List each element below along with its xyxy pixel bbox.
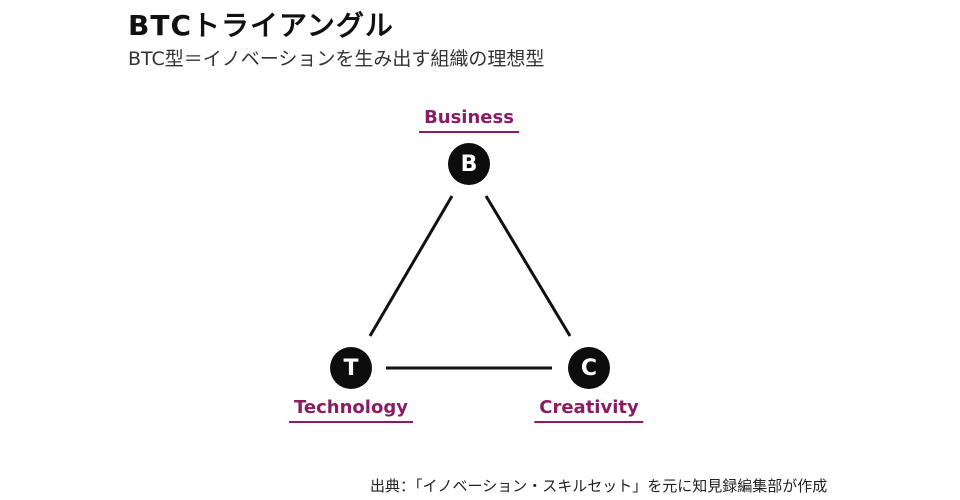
page-title: BTCトライアングル [128, 9, 394, 42]
edge-business-creativity [484, 195, 572, 337]
page-subtitle: BTC型＝イノベーションを生み出す組織の理想型 [128, 48, 545, 70]
node-business: B [448, 143, 490, 185]
node-business-letter: B [461, 152, 478, 177]
node-label-technology: Technology [289, 397, 413, 423]
node-technology: T [330, 347, 372, 389]
node-creativity-letter: C [581, 356, 597, 381]
node-creativity-circle [568, 347, 610, 389]
node-creativity: C [568, 347, 610, 389]
node-business-circle [448, 143, 490, 185]
node-label-business: Business [419, 107, 519, 133]
edge-business-technology [368, 195, 454, 337]
node-label-creativity: Creativity [534, 397, 644, 423]
source-note: 出典：「イノベーション・スキルセット」を元に知見録編集部が作成 [370, 477, 828, 495]
node-technology-letter: T [343, 356, 358, 381]
node-technology-circle [330, 347, 372, 389]
